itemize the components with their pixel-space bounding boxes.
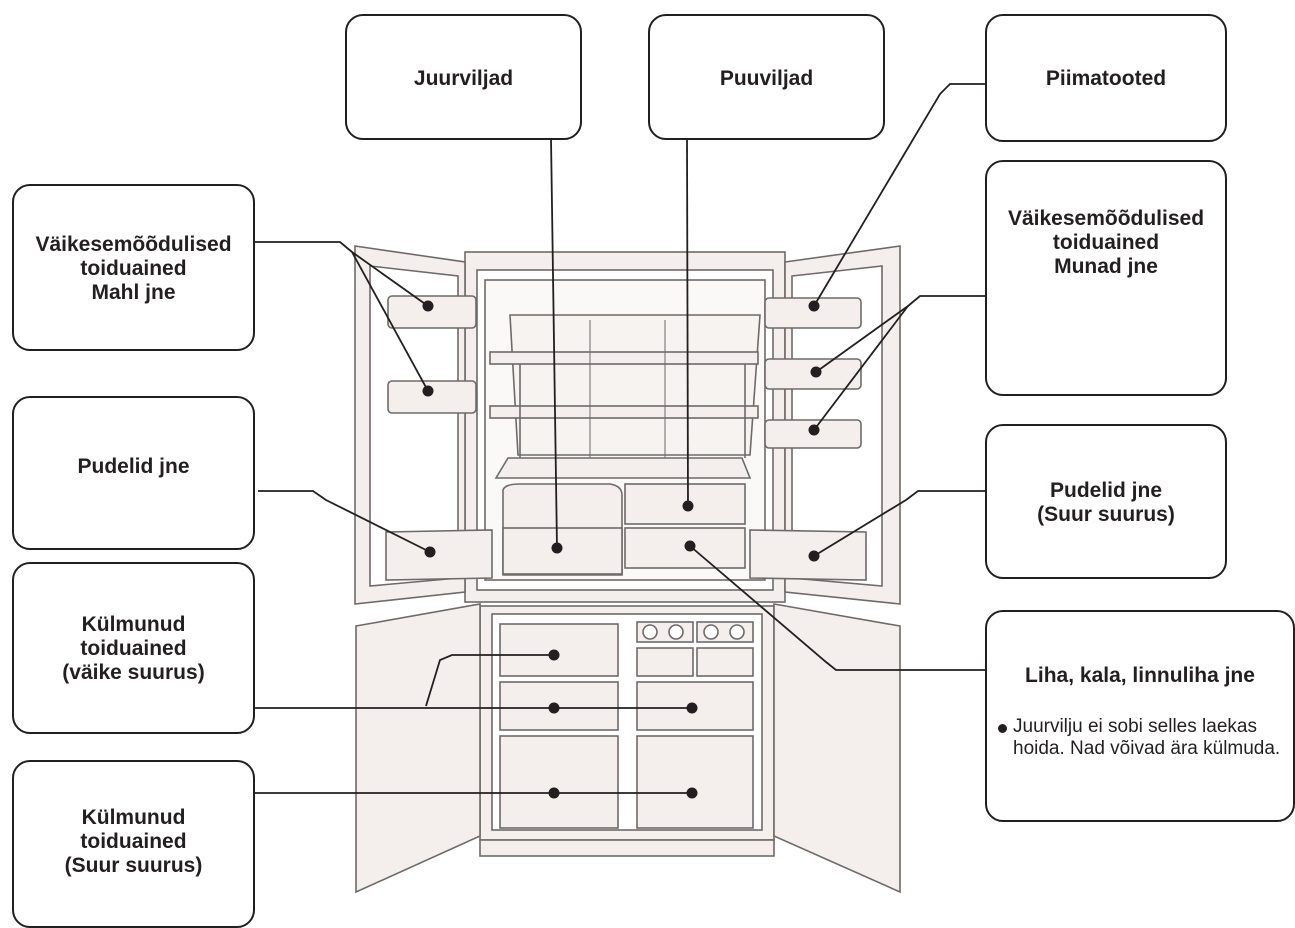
right-door-pocket-1 (764, 297, 862, 329)
freezer-mid-left (499, 681, 619, 731)
label-meat: Liha, kala, linnuliha jne (1025, 664, 1255, 687)
callout-box-puuviljad (648, 14, 885, 140)
lower-shelf (494, 457, 752, 479)
label-piimatooted: Piimatooted (1045, 67, 1167, 90)
right-door-bottle-pocket (749, 529, 867, 581)
leader-lines (255, 83, 985, 794)
middle-shelf (489, 405, 759, 419)
freezer-large-left (499, 735, 619, 829)
callout-box-frozen-small (12, 562, 255, 734)
callout-box-small-juice (12, 184, 255, 351)
callout-box-bottles (12, 396, 255, 550)
label-puuviljad: Puuviljad (719, 67, 814, 90)
label-frozen-small: Külmunud toiduained (väike suurus) (62, 613, 205, 684)
refrigerator-illustration (354, 245, 901, 894)
label-juurviljad: Juurviljad (413, 67, 514, 90)
upper-shelf (489, 351, 759, 365)
label-bottles: Pudelid jne (77, 455, 190, 478)
right-freezer-door (773, 603, 901, 894)
callout-box-small-eggs (985, 160, 1227, 396)
label-small-juice: Väikesemõõdulised toiduained Mahl jne (35, 233, 232, 304)
callout-box-juurviljad (345, 14, 582, 140)
meat-note: Juurvilju ei sobi selles laekas hoida. N… (1013, 716, 1281, 759)
left-door-pocket-1 (387, 295, 477, 329)
freezer-small-drawer (499, 623, 619, 677)
label-bottles-large: Pudelid jne (Suur suurus) (1037, 479, 1175, 526)
bullet-icon (998, 724, 1007, 733)
callout-box-bottles-large (985, 424, 1227, 579)
callout-box-piimatooted (985, 14, 1227, 142)
callout-dots (422, 300, 822, 799)
callout-box-meat (985, 610, 1295, 822)
left-freezer-door (355, 603, 481, 894)
label-frozen-large: Külmunud toiduained (Suur suurus) (64, 806, 203, 877)
freezer-large-right (636, 735, 754, 829)
callout-box-frozen-large (12, 760, 255, 928)
freezer-base (479, 839, 775, 857)
left-door-pocket-2 (387, 380, 477, 414)
label-small-eggs: Väikesemõõdulised toiduained Munad jne (1007, 207, 1205, 278)
